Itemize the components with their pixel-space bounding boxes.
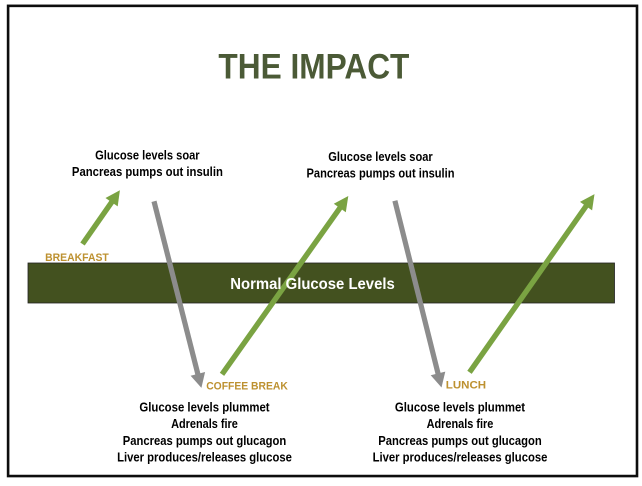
svg-text:Glucose levels plummet: Glucose levels plummet	[139, 400, 270, 415]
svg-text:Normal Glucose Levels: Normal Glucose Levels	[230, 276, 395, 293]
svg-text:Glucose levels plummet: Glucose levels plummet	[395, 400, 526, 415]
svg-text:Pancreas pumps out insulin: Pancreas pumps out insulin	[72, 164, 223, 179]
svg-text:Glucose levels soar: Glucose levels soar	[328, 149, 433, 164]
svg-text:Glucose levels soar: Glucose levels soar	[95, 147, 200, 162]
svg-text:Pancreas pumps out glucagon: Pancreas pumps out glucagon	[123, 433, 287, 448]
svg-text:THE IMPACT: THE IMPACT	[218, 48, 409, 87]
svg-text:Liver produces/releases glucos: Liver produces/releases glucose	[117, 449, 292, 464]
svg-text:BREAKFAST: BREAKFAST	[45, 252, 109, 264]
svg-text:COFFEE BREAK: COFFEE BREAK	[206, 381, 288, 393]
svg-text:Pancreas pumps out insulin: Pancreas pumps out insulin	[307, 165, 455, 180]
svg-text:Adrenals fire: Adrenals fire	[427, 416, 494, 431]
svg-text:LUNCH: LUNCH	[446, 380, 486, 392]
svg-text:Liver produces/releases glucos: Liver produces/releases glucose	[373, 449, 548, 464]
svg-text:Pancreas pumps out glucagon: Pancreas pumps out glucagon	[378, 433, 542, 448]
svg-text:Adrenals fire: Adrenals fire	[171, 416, 238, 431]
